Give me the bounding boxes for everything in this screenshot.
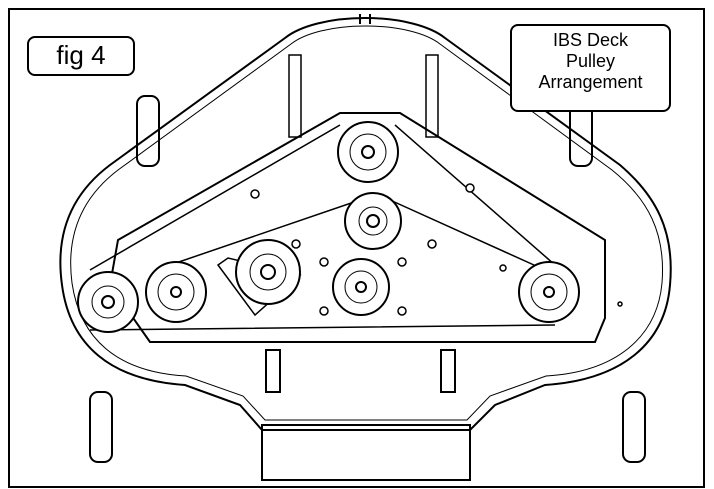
- post-left: [288, 54, 302, 138]
- pulley-center-lower: [332, 258, 390, 316]
- pulley-left: [145, 261, 207, 323]
- front-bracket: [261, 424, 471, 481]
- belt-path: [89, 124, 556, 331]
- figure-frame: [8, 8, 705, 488]
- pulley-left-far: [77, 271, 139, 333]
- figure-title-line-2: Pulley: [565, 51, 616, 71]
- wheel-top-left: [136, 95, 160, 167]
- figure-title-line-1: IBS Deck: [552, 30, 629, 50]
- pulley-right: [518, 261, 580, 323]
- pulley-center-upper: [344, 192, 402, 250]
- figure-number-label: fig 4: [27, 36, 135, 76]
- wheel-bottom-left: [89, 391, 113, 463]
- top-hook: [359, 14, 371, 24]
- post-right: [425, 54, 439, 138]
- figure-title-line-3: Arrangement: [538, 72, 643, 92]
- deck-outer-shell: [59, 16, 672, 431]
- figure-title-box: IBS Deck Pulley Arrangement: [510, 24, 671, 112]
- bolt-holes: [250, 183, 623, 316]
- deck-inner-shell: [70, 25, 664, 421]
- mount-right: [440, 349, 456, 393]
- pulley-top: [337, 121, 399, 183]
- pulley-drive: [235, 239, 301, 305]
- mount-left: [265, 349, 281, 393]
- wheel-bottom-right: [622, 391, 646, 463]
